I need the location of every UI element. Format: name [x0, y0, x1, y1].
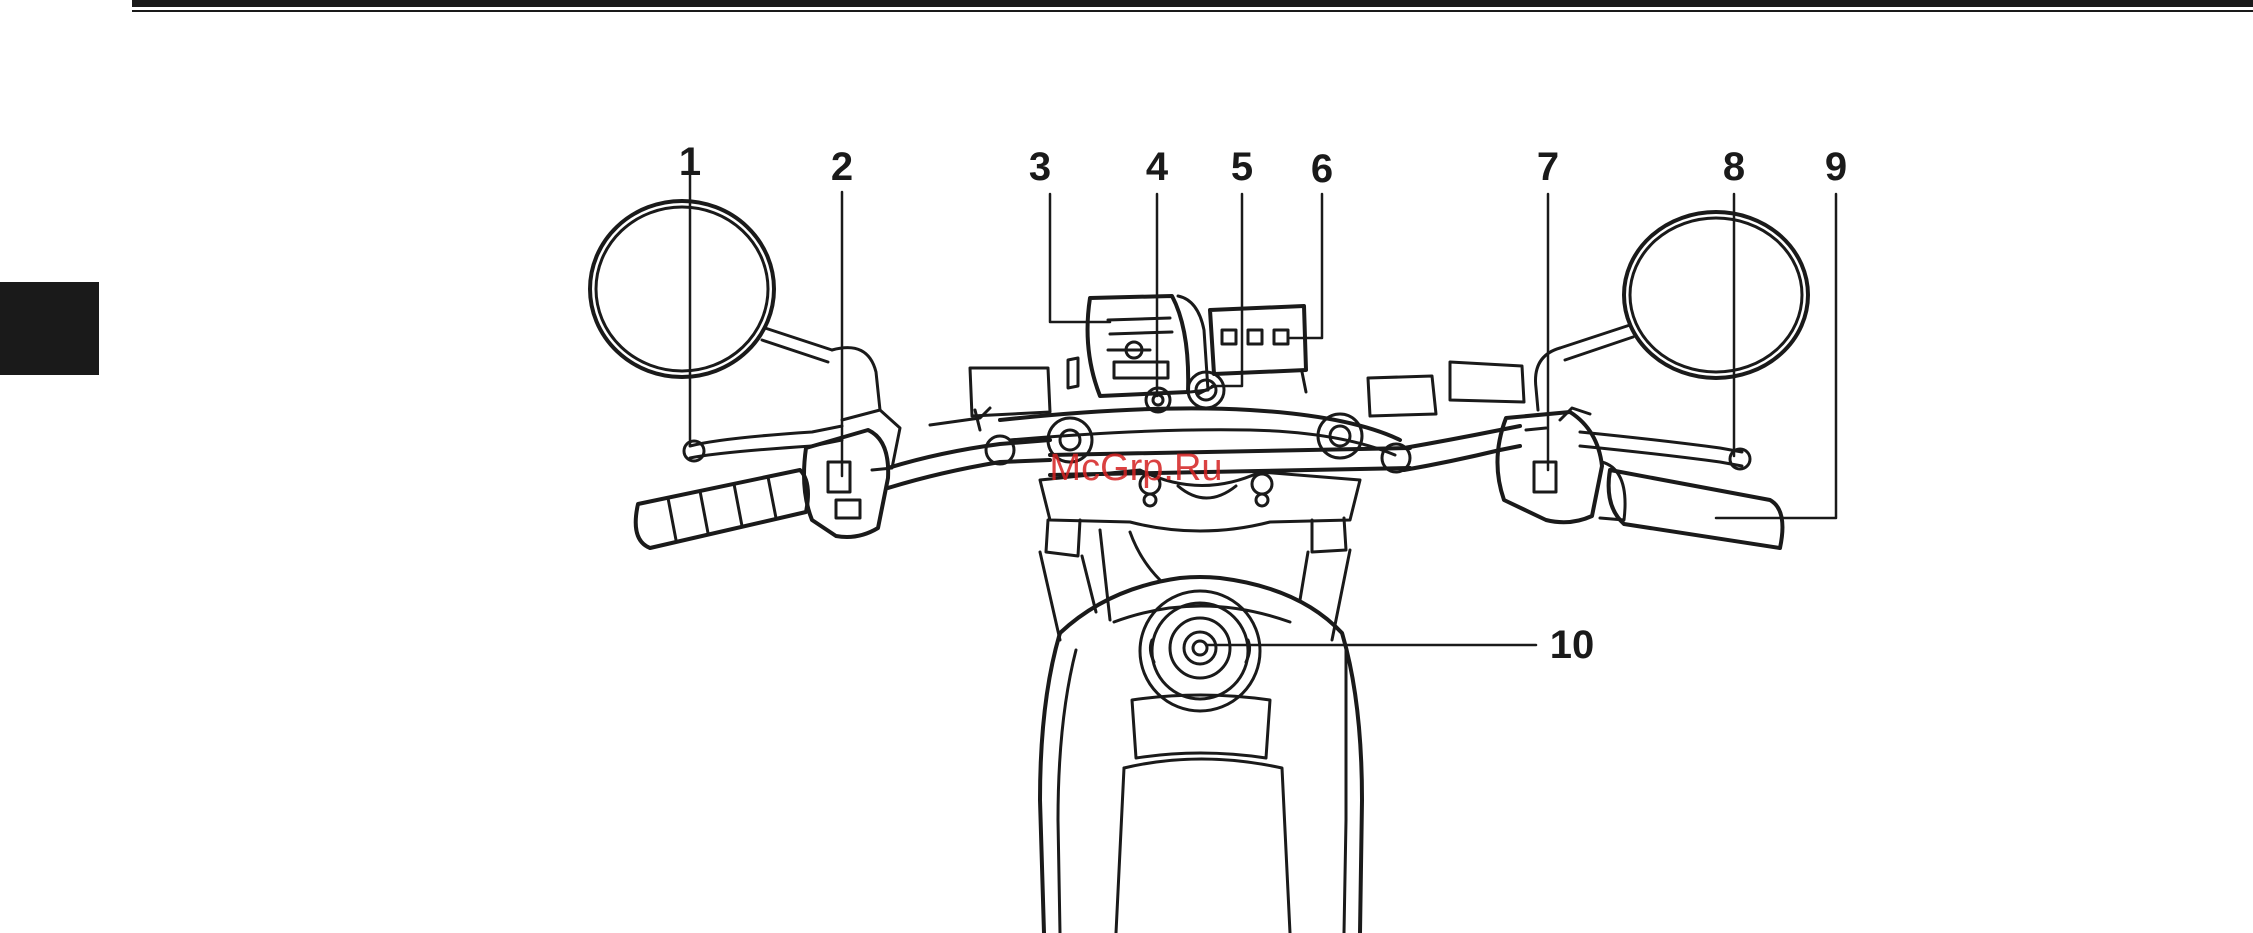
- callout-3: 3: [1029, 145, 1051, 189]
- left-clutch-lever: [684, 410, 900, 470]
- leader-line-5: [1212, 194, 1242, 386]
- handlebar-left: [888, 408, 1050, 488]
- callout-6: 6: [1311, 147, 1333, 191]
- callout-9: 9: [1825, 145, 1847, 189]
- left-mirror: [590, 201, 880, 410]
- right-reservoir: [1368, 362, 1524, 416]
- right-mirror: [1536, 212, 1809, 410]
- watermark-text: McGrp.Ru: [1049, 447, 1222, 489]
- speedometer: [1068, 296, 1188, 396]
- fuel-tank: [1040, 577, 1362, 933]
- callout-7: 7: [1537, 145, 1559, 189]
- callout-1: 1: [679, 140, 701, 184]
- callout-10: 10: [1550, 623, 1595, 667]
- callout-8: 8: [1723, 145, 1745, 189]
- callout-2: 2: [831, 145, 853, 189]
- fuel-tank-cap: [1140, 591, 1260, 711]
- leader-line-3: [1050, 194, 1110, 322]
- indicator-light-panel: [1210, 306, 1306, 392]
- callout-4: 4: [1146, 145, 1169, 189]
- right-throttle-grip: [1600, 462, 1782, 548]
- left-grip: [636, 470, 808, 548]
- callout-5: 5: [1231, 145, 1253, 189]
- right-brake-lever: [1560, 408, 1750, 469]
- leader-lines: [690, 168, 1836, 645]
